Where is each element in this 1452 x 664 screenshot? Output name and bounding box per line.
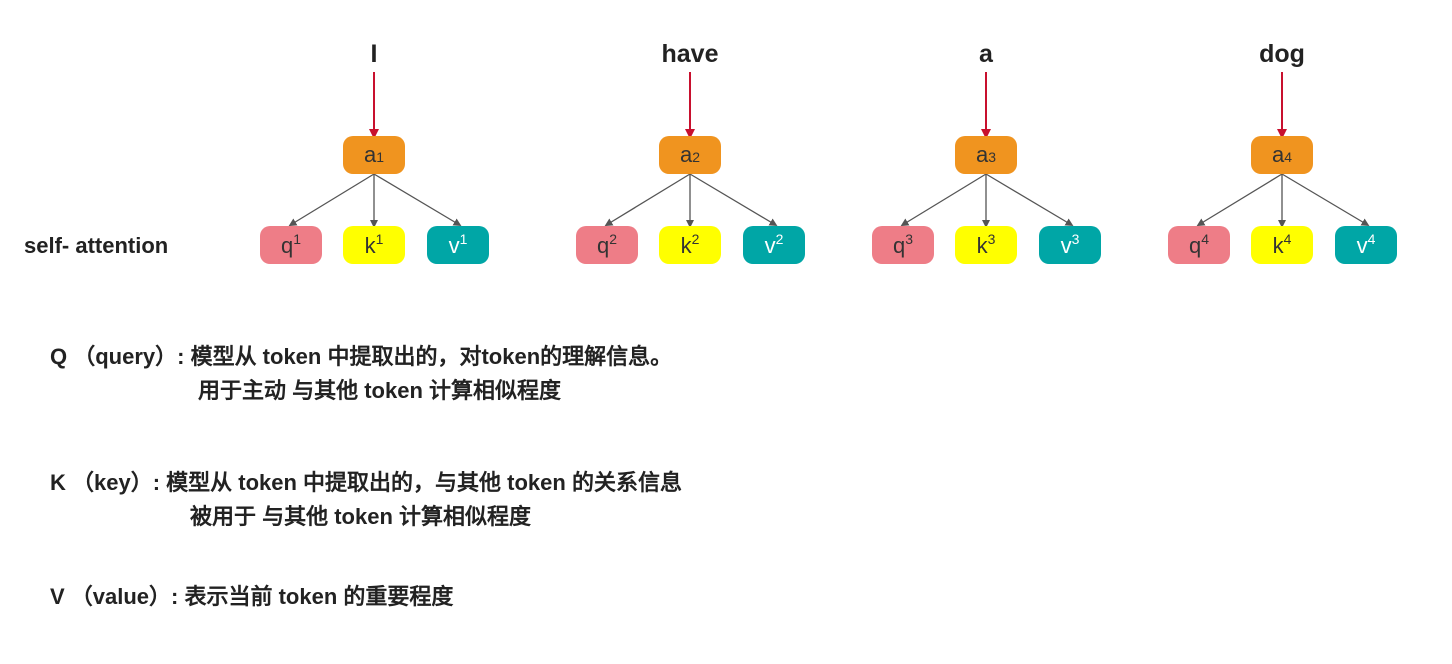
key-box-4: k4 — [1251, 226, 1313, 264]
token-word-1: I — [370, 40, 378, 68]
q-description-detail: 用于主动 与其他 token 计算相似程度 — [198, 378, 562, 403]
embedding-index: 4 — [1284, 149, 1293, 165]
key-label: k — [364, 233, 376, 258]
key-label: k — [680, 233, 692, 258]
key-label: k — [1272, 233, 1284, 258]
q-description: Q （query）: 模型从 token 中提取出的，对token的理解信息。 — [50, 344, 673, 369]
value-index: 3 — [1071, 231, 1080, 247]
branch-arrow-v-1 — [373, 173, 462, 227]
embedding-index: 3 — [988, 149, 997, 165]
embedding-index: 2 — [692, 149, 701, 165]
branch-arrow-q-4 — [1196, 173, 1283, 227]
value-label: v — [764, 233, 776, 258]
embedding-box-3: a3 — [955, 136, 1017, 174]
embedding-box-1: a1 — [343, 136, 405, 174]
embedding-label: a — [363, 142, 377, 167]
query-index: 1 — [293, 231, 302, 247]
query-box-2: q2 — [576, 226, 638, 264]
value-label: v — [1060, 233, 1072, 258]
query-index: 2 — [609, 231, 618, 247]
value-box-1: v1 — [427, 226, 489, 264]
query-index: 4 — [1201, 231, 1210, 247]
k-description: K （key）: 模型从 token 中提取出的，与其他 token 的关系信息 — [50, 470, 682, 495]
branch-arrow-v-4 — [1281, 173, 1370, 227]
embedding-box-2: a2 — [659, 136, 721, 174]
branch-arrow-q-2 — [604, 173, 691, 227]
key-index: 4 — [1283, 231, 1292, 247]
query-box-4: q4 — [1168, 226, 1230, 264]
value-box-4: v4 — [1335, 226, 1397, 264]
embedding-box-4: a4 — [1251, 136, 1313, 174]
embedding-label: a — [679, 142, 693, 167]
query-label: q — [892, 233, 906, 258]
key-index: 3 — [987, 231, 996, 247]
query-box-1: q1 — [260, 226, 322, 264]
key-box-2: k2 — [659, 226, 721, 264]
branch-arrow-v-3 — [985, 173, 1074, 227]
query-box-3: q3 — [872, 226, 934, 264]
key-box-1: k1 — [343, 226, 405, 264]
query-label: q — [280, 233, 294, 258]
value-box-2: v2 — [743, 226, 805, 264]
value-index: 2 — [775, 231, 784, 247]
value-label: v — [448, 233, 460, 258]
branch-arrow-v-2 — [689, 173, 778, 227]
query-label: q — [1188, 233, 1202, 258]
value-index: 1 — [459, 231, 468, 247]
embedding-index: 1 — [376, 149, 385, 165]
value-index: 4 — [1367, 231, 1376, 247]
key-index: 1 — [375, 231, 384, 247]
embedding-label: a — [1271, 142, 1285, 167]
key-box-3: k3 — [955, 226, 1017, 264]
v-description: V （value）: 表示当前 token 的重要程度 — [50, 584, 454, 609]
token-word-2: have — [661, 40, 719, 68]
token-word-3: a — [979, 40, 993, 68]
query-index: 3 — [905, 231, 914, 247]
embedding-label: a — [975, 142, 989, 167]
value-box-3: v3 — [1039, 226, 1101, 264]
self-attention-label: self- attention — [24, 233, 169, 258]
key-index: 2 — [691, 231, 700, 247]
branch-arrow-q-1 — [288, 173, 375, 227]
key-label: k — [976, 233, 988, 258]
token-word-4: dog — [1259, 40, 1305, 68]
branch-arrow-q-3 — [900, 173, 987, 227]
value-label: v — [1356, 233, 1368, 258]
query-label: q — [596, 233, 610, 258]
k-description-detail: 被用于 与其他 token 计算相似程度 — [190, 504, 532, 529]
